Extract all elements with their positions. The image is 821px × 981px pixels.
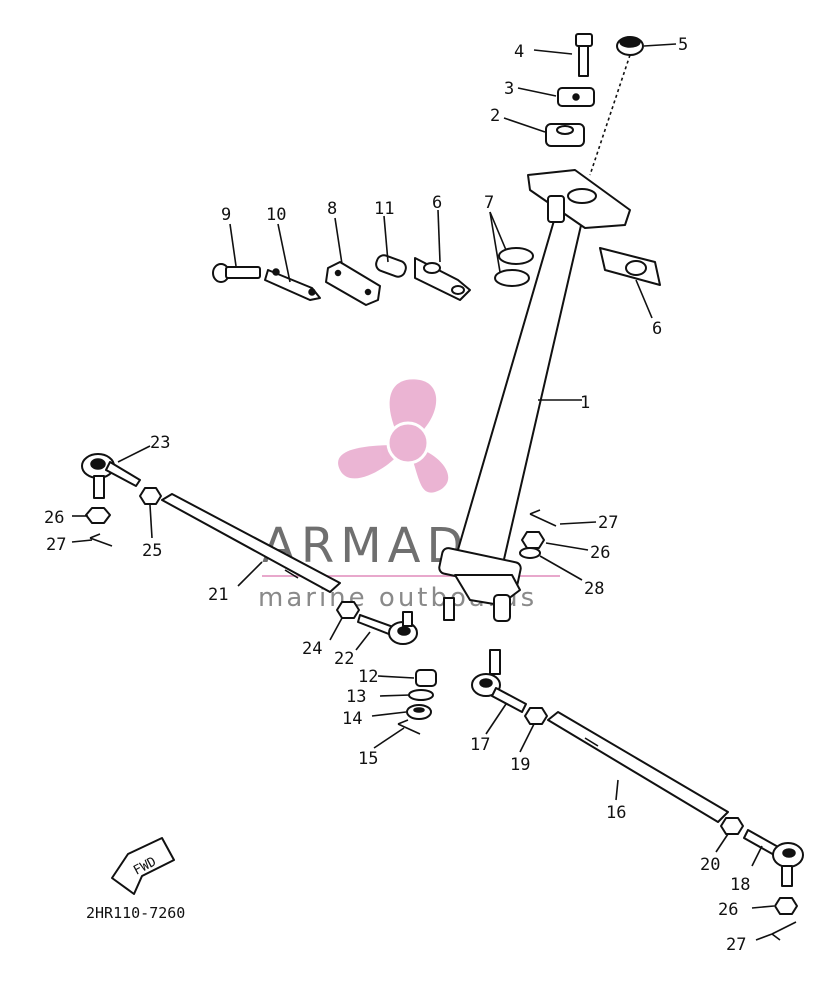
part-12-collar (415, 669, 437, 687)
part-26-nut-right (774, 897, 798, 915)
part-27-cotter-pin-mid (529, 509, 557, 527)
part-20-nut (720, 817, 744, 835)
part-25-nut (139, 487, 162, 505)
part-10-lock-plate (264, 268, 321, 301)
fwd-arrow-icon: FWD (111, 837, 175, 895)
part-13-washer (408, 689, 434, 701)
callout-25: 25 (142, 541, 162, 561)
part-6-clamp-right (599, 247, 661, 286)
part-7-bushing (494, 247, 534, 287)
part-24-nut (336, 601, 360, 619)
callout-labels: 1 2 3 4 5 6 6 7 8 9 10 11 12 13 14 15 16… (44, 35, 750, 955)
drawing-code: 2HR110-7260 (86, 904, 185, 922)
part-6-clamp-left (414, 257, 471, 301)
leader-lines (71, 43, 775, 941)
part-15-cotter-pin (397, 719, 421, 735)
part-2-holder (545, 123, 585, 147)
callout-2: 2 (490, 106, 500, 126)
callout-17: 17 (470, 735, 490, 755)
callout-14: 14 (342, 709, 362, 729)
part-16-tie-rod (547, 711, 729, 823)
part-5-cap (616, 36, 644, 56)
part-23-tie-rod-end (81, 453, 141, 499)
column-pin (443, 597, 455, 621)
part-26-nut-mid (521, 531, 545, 549)
callout-12: 12 (358, 667, 378, 687)
callout-8: 8 (327, 199, 337, 219)
callout-26-mid: 26 (590, 543, 610, 563)
part-28-washer (519, 547, 541, 559)
steering-column (438, 199, 586, 622)
part-26-nut-left (85, 507, 111, 524)
part-4-bolt (575, 33, 593, 77)
callout-27-right: 27 (726, 935, 746, 955)
callout-26-left: 26 (44, 508, 64, 528)
callout-22: 22 (334, 649, 354, 669)
callout-24: 24 (302, 639, 322, 659)
part-18-tie-rod-end (743, 829, 804, 887)
callout-28: 28 (584, 579, 604, 599)
upper-bracket (527, 169, 631, 229)
part-11-collar (375, 254, 407, 278)
callout-3: 3 (504, 79, 514, 99)
callout-9: 9 (221, 205, 231, 225)
callout-1: 1 (580, 393, 590, 413)
callout-5: 5 (678, 35, 688, 55)
callout-26-right: 26 (718, 900, 738, 920)
callout-6-right: 6 (652, 319, 662, 339)
part-19-nut (524, 707, 548, 725)
callout-23: 23 (150, 433, 170, 453)
callout-4: 4 (514, 42, 524, 62)
callout-6-left: 6 (432, 193, 442, 213)
part-27-cotter-pin-left (89, 533, 113, 547)
part-8-plate (325, 261, 381, 306)
callout-27-mid: 27 (598, 513, 618, 533)
watermark-logo (338, 379, 449, 493)
callout-13: 13 (346, 687, 366, 707)
part-9-bolt (212, 263, 261, 283)
callout-19: 19 (510, 755, 530, 775)
callout-20: 20 (700, 855, 720, 875)
callout-16: 16 (606, 803, 626, 823)
part-22-tie-rod-end (357, 611, 418, 645)
callout-18: 18 (730, 875, 750, 895)
callout-27-left: 27 (46, 535, 66, 555)
part-3-holder-cap (557, 87, 595, 107)
part-27-cotter-pin-right (771, 921, 797, 941)
callout-21: 21 (208, 585, 228, 605)
callout-7: 7 (484, 193, 494, 213)
callout-11: 11 (374, 199, 394, 219)
assembly-line (589, 54, 631, 176)
part-14-nut (406, 704, 432, 720)
callout-15: 15 (358, 749, 378, 769)
callout-10: 10 (266, 205, 286, 225)
part-21-tie-rod (161, 493, 341, 593)
part-17-tie-rod-end (471, 649, 527, 713)
